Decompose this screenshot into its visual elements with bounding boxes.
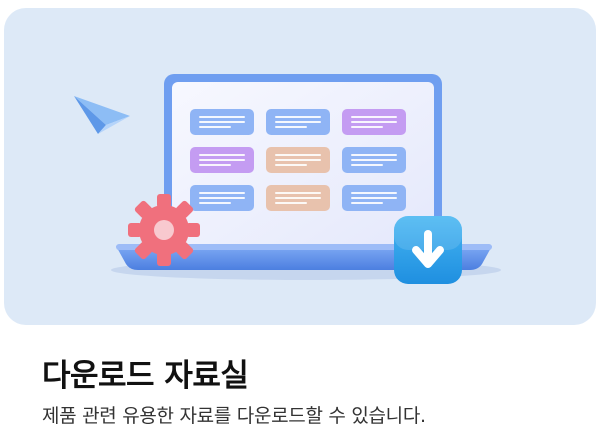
paper-plane-icon — [74, 96, 130, 134]
card-description: 제품 관련 유용한 자료를 다운로드할 수 있습니다. — [42, 405, 426, 427]
card-title: 다운로드 자료실 — [42, 358, 249, 394]
screen-tiles — [190, 109, 406, 211]
download-icon — [394, 216, 462, 284]
hero-illustration — [4, 8, 596, 325]
gear-icon — [128, 194, 200, 266]
laptop-icon — [74, 74, 501, 284]
